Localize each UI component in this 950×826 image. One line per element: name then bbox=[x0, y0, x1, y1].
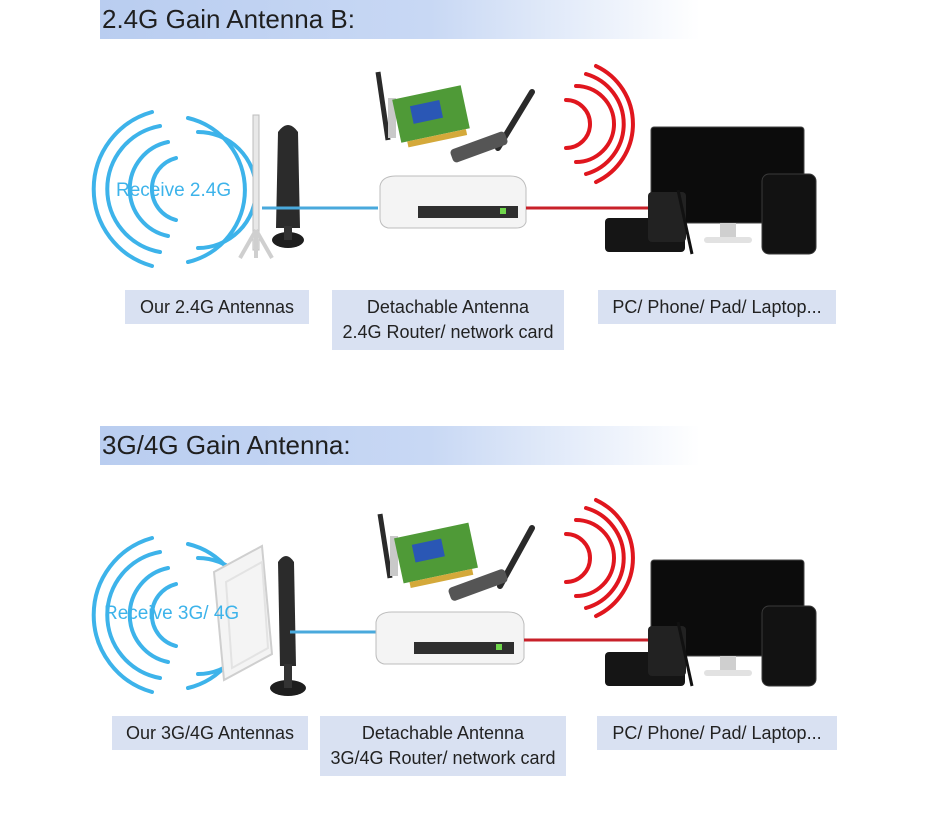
usb-adapter-icon bbox=[450, 89, 535, 163]
devices-icon bbox=[605, 126, 817, 255]
usb-adapter-icon bbox=[448, 525, 535, 601]
caption-router-line1: Detachable Antenna bbox=[366, 297, 530, 317]
panel-directional-antenna-icon bbox=[212, 544, 274, 682]
section-header: 3G/4G Gain Antenna: bbox=[100, 426, 700, 465]
section-header: 2.4G Gain Antenna B: bbox=[100, 0, 700, 39]
router-icon bbox=[379, 175, 527, 229]
network-card-icon bbox=[375, 71, 470, 148]
panel-antenna-icon bbox=[272, 125, 304, 248]
network-card-icon bbox=[377, 513, 478, 589]
section-3g-4g: 3G/4G Gain Antenna: Receive 3G/ 4G bbox=[0, 426, 950, 826]
router-icon bbox=[375, 611, 525, 665]
section-2-4g: 2.4G Gain Antenna B: Receive 2.4G bbox=[0, 0, 950, 400]
network-diagram: Receive 2.4G bbox=[91, 64, 817, 268]
omni-antenna-icon bbox=[238, 114, 274, 259]
caption-antennas: Our 3G/4G Antennas bbox=[112, 716, 308, 750]
receive-label: Receive 3G/ 4G bbox=[104, 603, 239, 624]
caption-router: Detachable Antenna 3G/4G Router/ network… bbox=[320, 716, 566, 776]
stick-antenna-icon bbox=[270, 556, 306, 696]
caption-devices: PC/ Phone/ Pad/ Laptop... bbox=[598, 290, 836, 324]
receive-label: Receive 2.4G bbox=[116, 180, 231, 201]
caption-router-line2: 3G/4G Router/ network card bbox=[330, 748, 556, 768]
caption-router-line1: Detachable Antenna bbox=[361, 723, 525, 743]
transmit-waves-icon bbox=[564, 498, 635, 618]
devices-icon bbox=[605, 559, 817, 687]
caption-router: Detachable Antenna 2.4G Router/ network … bbox=[332, 290, 564, 350]
section-title: 2.4G Gain Antenna B: bbox=[102, 4, 355, 34]
transmit-waves-icon bbox=[564, 64, 635, 184]
caption-antennas: Our 2.4G Antennas bbox=[125, 290, 309, 324]
caption-router-line2: 2.4G Router/ network card bbox=[342, 322, 554, 342]
caption-devices: PC/ Phone/ Pad/ Laptop... bbox=[597, 716, 837, 750]
network-diagram: Receive 3G/ 4G bbox=[91, 498, 817, 696]
section-title: 3G/4G Gain Antenna: bbox=[102, 430, 351, 460]
